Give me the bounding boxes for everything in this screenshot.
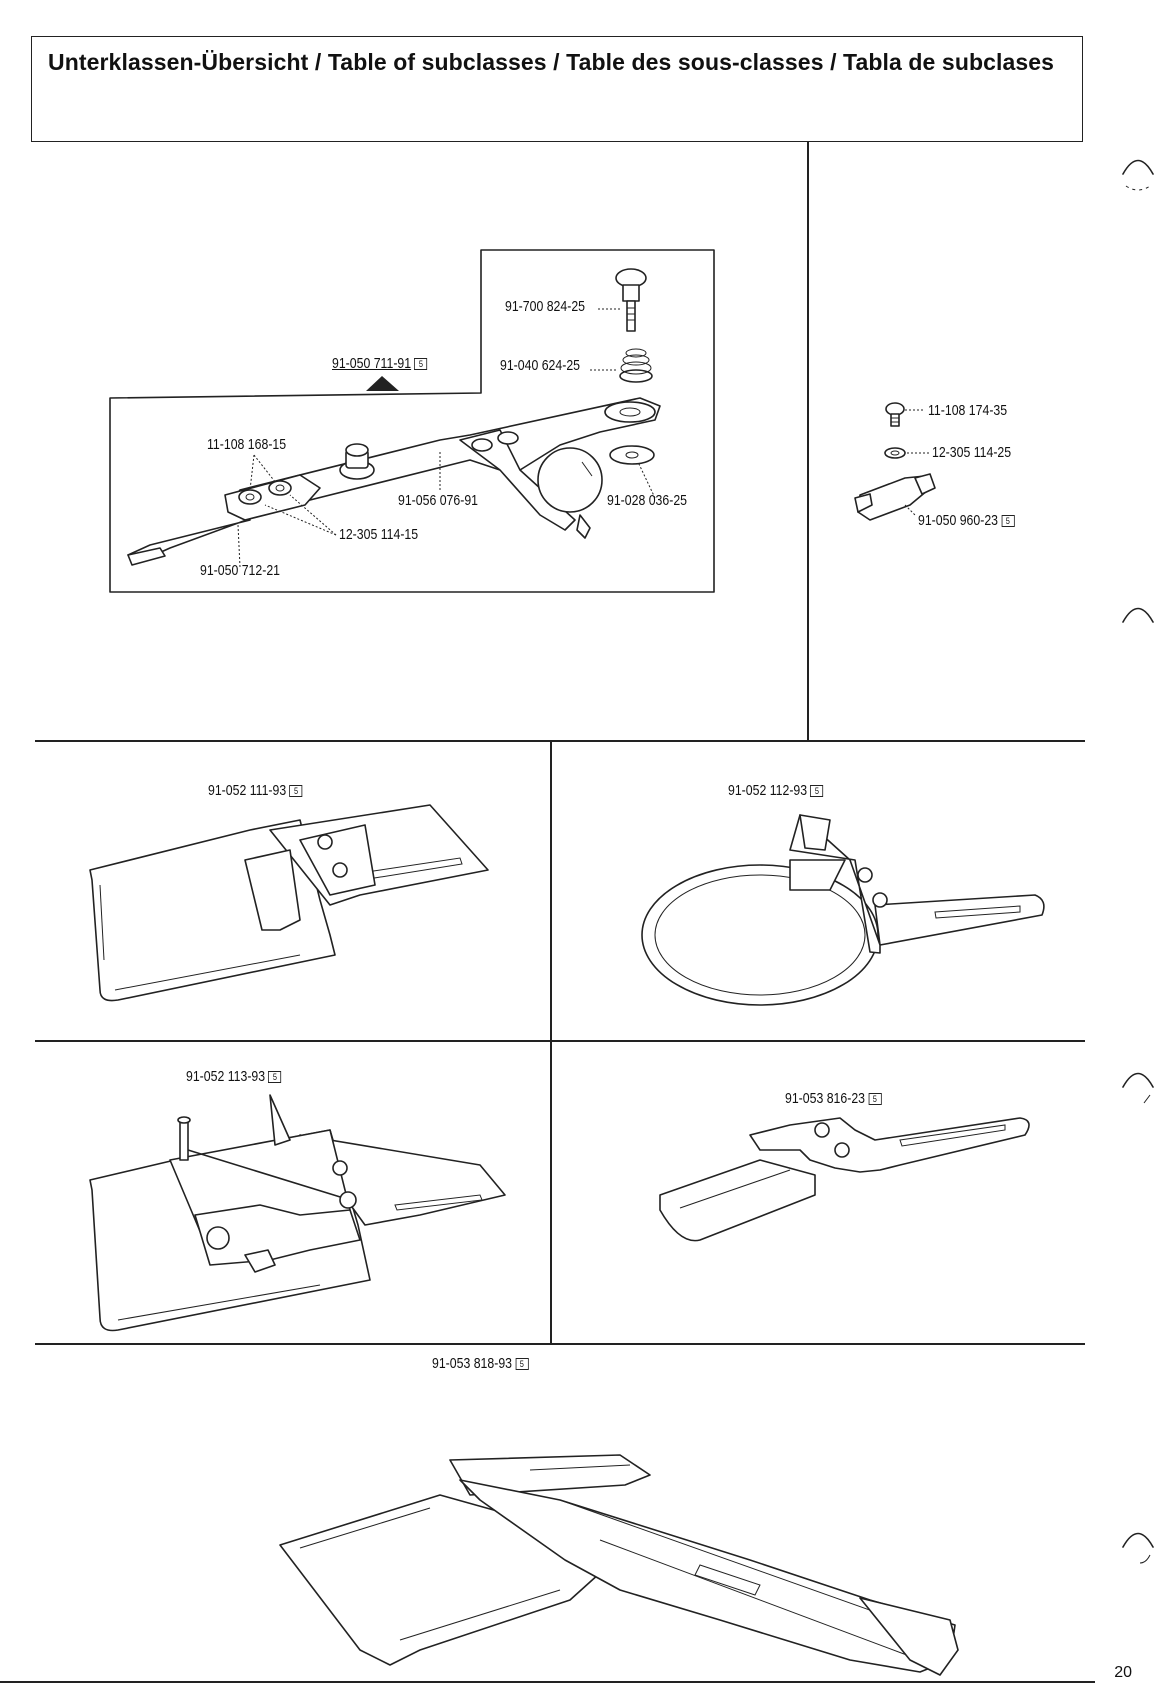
foot-assembly-drawing: [127, 268, 661, 568]
part-label: 91-056 076-91: [398, 492, 479, 509]
s-badge: 5: [868, 1093, 882, 1105]
page-number: 20: [1114, 1664, 1132, 1681]
part-label: 91-050 712-21: [200, 562, 281, 579]
divider-horizontal-2: [35, 1040, 1085, 1042]
part-label: 12-305 114-25: [932, 444, 1012, 461]
s-badge: 5: [414, 358, 428, 370]
divider-bottom: [0, 1681, 1095, 1683]
hole-punch-mark: [1122, 159, 1154, 191]
part-label: 91-040 624-25: [500, 357, 581, 374]
page-title: Unterklassen-Übersicht / Table of subcla…: [48, 49, 1055, 75]
hole-punch-mark: [1122, 1532, 1154, 1564]
divider-horizontal-1: [35, 740, 1085, 742]
divider-vertical-top: [807, 142, 809, 740]
divider-vertical-mid: [550, 740, 552, 1344]
s-badge: 5: [268, 1071, 282, 1083]
part-label: 91-700 824-25: [505, 298, 586, 315]
header-box: Unterklassen-Übersicht / Table of subcla…: [31, 36, 1083, 142]
part-label: 11-108 174-35: [928, 402, 1008, 419]
s-badge: 5: [289, 785, 303, 797]
part-label: 12-305 114-15: [339, 526, 419, 543]
s-badge: 5: [515, 1358, 529, 1370]
part-label: 11-108 168-15: [207, 436, 287, 453]
divider-horizontal-3: [35, 1343, 1085, 1345]
part-label: 91-028 036-25: [607, 492, 688, 509]
s-badge: 5: [1001, 515, 1015, 527]
hole-punch-mark: [1122, 1072, 1154, 1104]
top-assembly-frame: [109, 249, 715, 593]
hole-punch-mark: [1122, 607, 1154, 623]
s-badge: 5: [810, 785, 824, 797]
latch-assembly-drawing: [854, 402, 936, 521]
